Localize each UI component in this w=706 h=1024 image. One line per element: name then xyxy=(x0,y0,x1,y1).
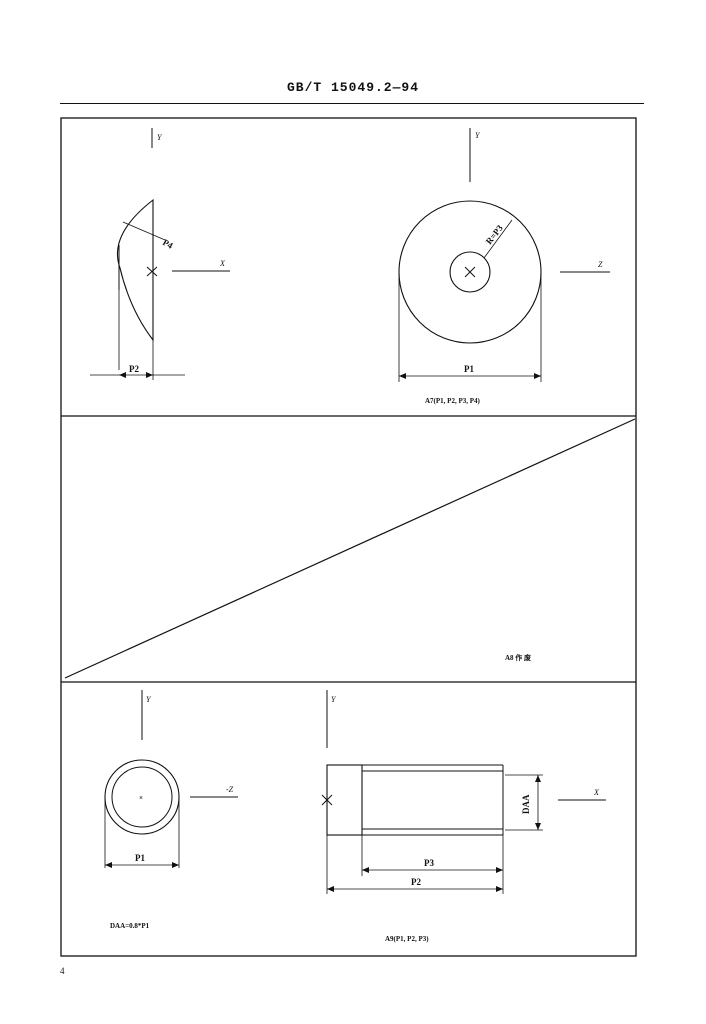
a7-left-axis-x: X xyxy=(219,259,226,268)
page-number: 4 xyxy=(60,966,65,976)
a7-segment-outline xyxy=(116,198,154,342)
a7-right-dim-diameter: P1 xyxy=(464,364,474,374)
a9-formula: DAA=0.8*P1 xyxy=(110,922,150,930)
a9-right-dim-p3: P3 xyxy=(424,858,434,868)
a9-left-axis-y: Y xyxy=(146,695,152,704)
a7-side-view: Y P4 X P2 xyxy=(90,128,230,380)
a9-head-block xyxy=(326,764,363,836)
a7-right-axis-y: Y xyxy=(475,131,481,140)
a9-right-axis-y: Y xyxy=(331,695,337,704)
a9-right-axis-x: X xyxy=(593,788,600,797)
a9-center-mark: × xyxy=(139,794,143,802)
a9-inner-circle xyxy=(111,766,173,828)
a7-left-dim-width: P2 xyxy=(129,364,139,374)
a7-inner-circle xyxy=(449,251,491,293)
drawing-frame xyxy=(60,117,637,957)
a7-left-axis-y: Y xyxy=(157,133,163,142)
header-rule xyxy=(60,103,644,104)
a7-radius-leader xyxy=(122,221,166,241)
a7-right-axis-z: Z xyxy=(598,260,603,269)
a9-left-dim-diameter: P1 xyxy=(135,853,145,863)
a7-right-dim-radius: R=P3 xyxy=(484,223,506,247)
a9-end-view: Y × -Z P1 DAA=0.8*P1 xyxy=(104,690,238,930)
a7-radius-leader xyxy=(483,219,513,259)
a9-caption: A9(P1, P2, P3) xyxy=(385,935,429,943)
standard-number: GB/T 15049.2—94 xyxy=(286,80,420,95)
a7-caption: A7(P1, P2, P3, P4) xyxy=(425,397,480,405)
a9-profile-view: Y DAA X P3 P2 A9(P1, P2, P3) xyxy=(321,690,606,943)
a9-right-dim-height: DAA xyxy=(521,794,531,814)
a7-front-view: Y R=P3 Z P1 A7(P1, P2, P3, P4) xyxy=(398,128,610,405)
a9-left-axis-z: -Z xyxy=(226,785,234,794)
a8-cancel-diagonal xyxy=(64,418,636,679)
a8-caption: A8 作 废 xyxy=(505,653,531,662)
a9-right-dim-p2: P2 xyxy=(411,877,421,887)
